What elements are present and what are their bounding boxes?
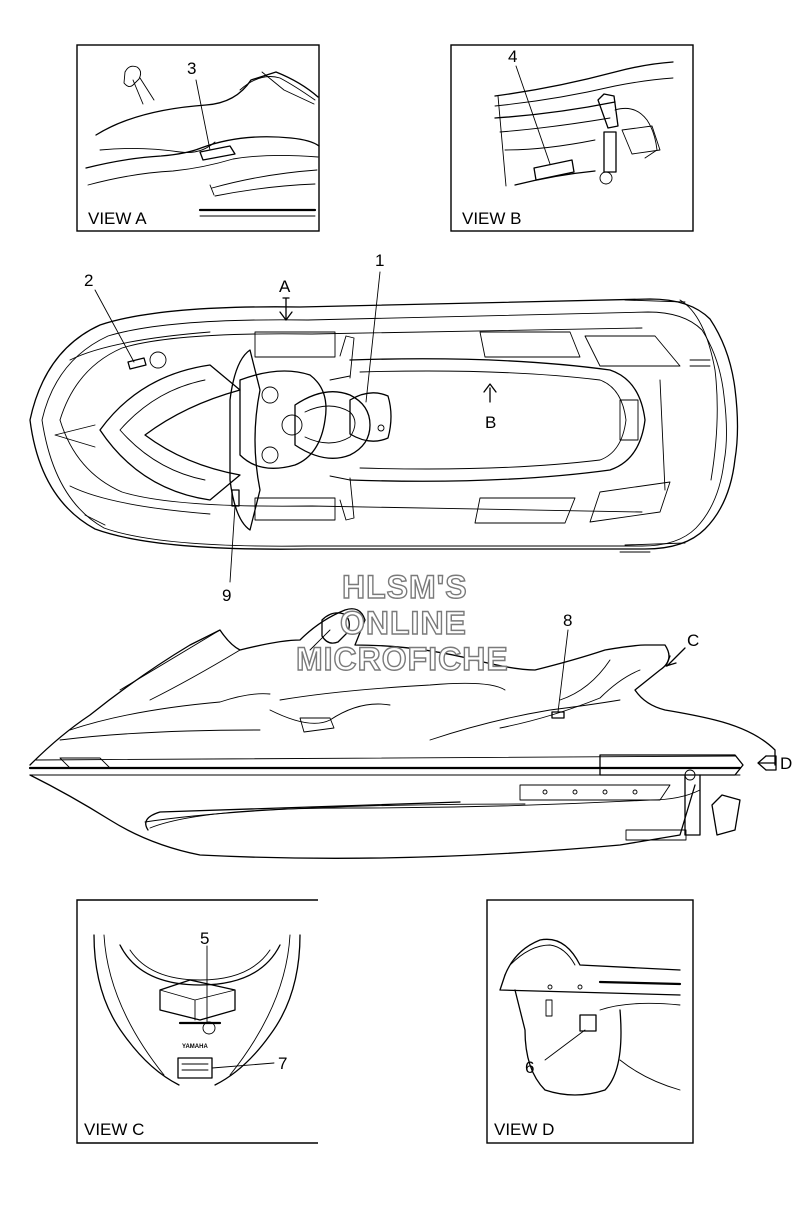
callout-9: 9 [222, 586, 231, 605]
callout-3-leader [195, 79, 211, 151]
arrow-a-label: A [279, 277, 291, 296]
watermark: HLSM'S ONLINE MICROFICHE [295, 568, 509, 677]
callout-7: 7 [278, 1054, 287, 1073]
callout-8-leader [557, 629, 569, 713]
callout-4: 4 [508, 47, 517, 66]
watermark-line-2: ONLINE [340, 605, 467, 641]
callout-4-leader [515, 65, 551, 165]
side-view-watercraft: 8 C D [28, 608, 792, 859]
arrow-b-label: B [485, 413, 496, 432]
view-d-panel: 6 VIEW D [486, 899, 694, 1144]
view-a-panel: 3 VIEW A [76, 44, 320, 232]
view-c-panel: YAMAHA 5 7 VIEW C [76, 899, 318, 1144]
watermark-line-1: HLSM'S [342, 569, 468, 605]
callout-5: 5 [200, 929, 209, 948]
callout-1: 1 [375, 251, 384, 270]
view-d-label: VIEW D [494, 1120, 554, 1139]
callout-6: 6 [525, 1058, 534, 1077]
arrow-d-label: D [780, 754, 792, 773]
callout-3: 3 [187, 59, 196, 78]
view-b-panel: 4 VIEW B [450, 44, 694, 232]
callout-1-leader [365, 271, 381, 403]
top-view-watercraft: A B 1 2 9 [29, 251, 739, 605]
callout-9-leader [229, 505, 236, 583]
stern-logo-text: YAMAHA [182, 1044, 208, 1050]
view-c-label: VIEW C [84, 1120, 144, 1139]
callout-2-leader [94, 289, 135, 363]
view-b-label: VIEW B [462, 209, 522, 228]
callout-7-leader [211, 1062, 275, 1069]
arrow-c-label: C [687, 631, 699, 650]
watermark-line-3: MICROFICHE [296, 641, 509, 677]
view-a-label: VIEW A [88, 209, 147, 228]
callout-2: 2 [84, 271, 93, 290]
callout-8: 8 [563, 611, 572, 630]
callout-6-leader [544, 1029, 586, 1061]
